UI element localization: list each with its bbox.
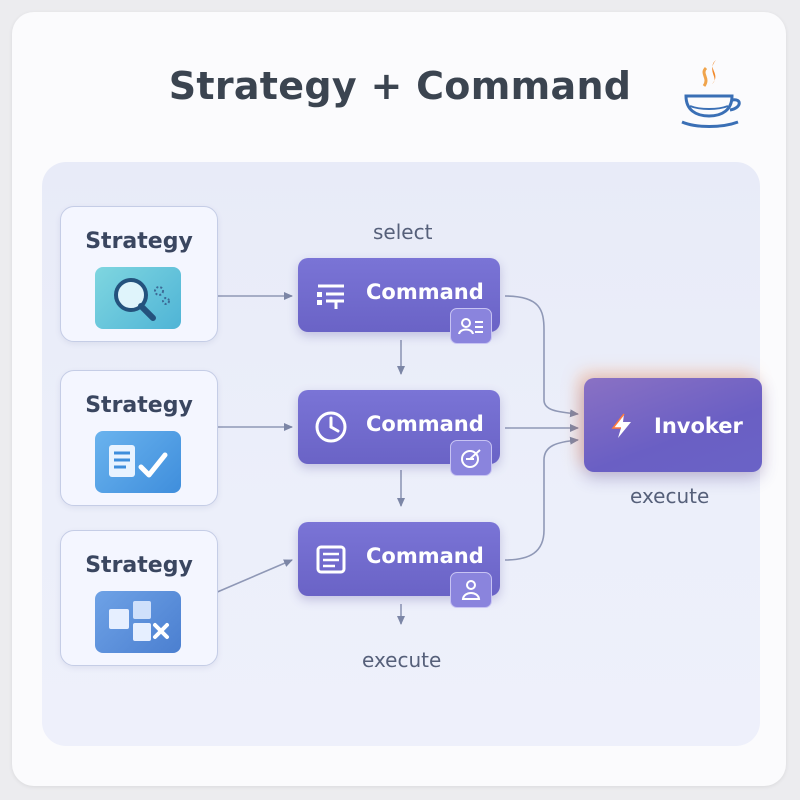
arrow-command1-invoker: [504, 295, 579, 418]
diagram-title: Strategy + Command: [168, 64, 632, 108]
magnifier-icon: [95, 267, 181, 329]
lightning-icon: [611, 413, 631, 438]
document-check-icon: [95, 431, 181, 493]
blocks-icon: [95, 591, 181, 653]
select-label: select: [373, 220, 433, 244]
command-badge: [450, 308, 492, 344]
clock-icon: [315, 411, 347, 443]
command-badge: [450, 572, 492, 608]
strategy-label: Strategy: [85, 393, 193, 418]
invoker-label: Invoker: [654, 414, 743, 438]
list-icon: [317, 284, 344, 309]
user-list-icon: [458, 318, 483, 335]
strategy-label: Strategy: [85, 553, 193, 578]
invoker-box: Invoker: [584, 378, 762, 472]
command-box-3: Command: [298, 522, 500, 608]
strategy-box-1: Strategy: [60, 206, 218, 342]
person-icon: [461, 580, 481, 600]
java-logo-icon: [681, 60, 741, 128]
command-box-1: Command: [298, 258, 500, 344]
command-box-2: Command: [298, 390, 500, 476]
command-label: Command: [366, 280, 484, 304]
strategy-label: Strategy: [85, 229, 193, 254]
execute-label-invoker: execute: [630, 484, 710, 508]
command-badge: [450, 440, 492, 476]
execute-label-bottom: execute: [362, 648, 442, 672]
arrow-strategy3-command3: [207, 559, 293, 597]
strategy-box-3: Strategy: [60, 530, 218, 666]
command-label: Command: [366, 544, 484, 568]
target-icon: [461, 449, 481, 468]
command-label: Command: [366, 412, 484, 436]
strategy-box-2: Strategy: [60, 370, 218, 506]
document-icon: [316, 545, 346, 574]
arrow-command3-invoker: [504, 436, 579, 561]
